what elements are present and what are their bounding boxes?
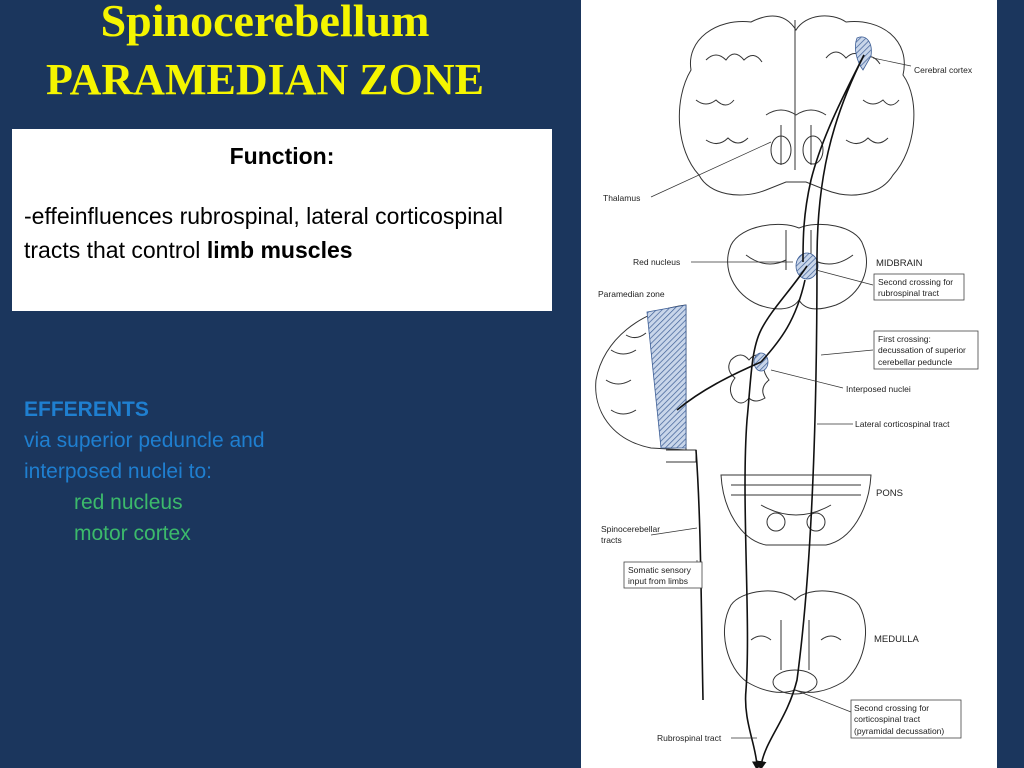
neuroanatomy-figure: Cerebral cortex Thalamus Red nucleus MID… bbox=[581, 0, 997, 768]
efferent-target-motor-cortex: motor cortex bbox=[74, 522, 191, 545]
efferents-line-2: interposed nuclei to: bbox=[24, 460, 212, 483]
label-boxes bbox=[623, 273, 979, 739]
function-text: -effeinfluences rubrospinal, lateral cor… bbox=[24, 203, 504, 263]
paramedian-zone-region bbox=[646, 304, 687, 449]
label-paramedian-zone: Paramedian zone bbox=[598, 289, 665, 299]
label-second-crossing-cortico-3: (pyramidal decussation) bbox=[854, 726, 944, 736]
label-cerebral-cortex: Cerebral cortex bbox=[914, 65, 973, 75]
cerebrum-section bbox=[678, 15, 915, 196]
label-second-crossing-cortico-2: corticospinal tract bbox=[854, 714, 921, 724]
function-text-bold: limb muscles bbox=[206, 237, 353, 263]
label-red-nucleus: Red nucleus bbox=[633, 257, 680, 267]
slide-title-line1: Spinocerebellum bbox=[100, 0, 430, 46]
label-somatic-2: input from limbs bbox=[628, 576, 688, 586]
label-second-crossing-cortico-1: Second crossing for bbox=[854, 703, 929, 713]
function-heading: Function: bbox=[229, 143, 335, 169]
function-box: Function: -effeinfluences rubrospinal, l… bbox=[12, 129, 552, 311]
label-somatic-1: Somatic sensory bbox=[628, 565, 692, 575]
label-medulla: MEDULLA bbox=[874, 634, 920, 645]
pathway-lines bbox=[676, 54, 865, 768]
motor-cortex-region bbox=[855, 36, 872, 71]
efferents-section: EFFERENTS via superior peduncle and inte… bbox=[24, 394, 444, 549]
pons-section bbox=[720, 474, 872, 546]
label-second-crossing-rubro-1: Second crossing for bbox=[878, 277, 953, 287]
label-midbrain: MIDBRAIN bbox=[876, 258, 923, 269]
function-spacer bbox=[24, 173, 540, 199]
label-pons: PONS bbox=[876, 488, 903, 499]
pathway-diagram: Cerebral cortex Thalamus Red nucleus MID… bbox=[595, 15, 979, 768]
midbrain-section bbox=[727, 223, 867, 310]
efferents-line-1: via superior peduncle and bbox=[24, 429, 265, 452]
label-thalamus: Thalamus bbox=[603, 193, 640, 203]
label-second-crossing-rubro-2: rubrospinal tract bbox=[878, 288, 940, 298]
efferent-target-red-nucleus: red nucleus bbox=[74, 491, 183, 514]
label-lateral-corticospinal: Lateral corticospinal tract bbox=[855, 419, 950, 429]
label-interposed-nuclei: Interposed nuclei bbox=[846, 384, 911, 394]
label-first-crossing-1: First crossing: bbox=[878, 334, 931, 344]
label-rubrospinal-tract: Rubrospinal tract bbox=[657, 733, 722, 743]
label-spinocerebellar-1: Spinocerebellar bbox=[601, 524, 660, 534]
label-first-crossing-3: cerebellar peduncle bbox=[878, 357, 952, 367]
slide-title-line2: PARAMEDIAN ZONE bbox=[46, 55, 484, 104]
medulla-section bbox=[724, 590, 866, 695]
efferents-title: EFFERENTS bbox=[24, 398, 149, 421]
label-spinocerebellar-2: tracts bbox=[601, 535, 622, 545]
label-first-crossing-2: decussation of superior bbox=[878, 345, 966, 355]
